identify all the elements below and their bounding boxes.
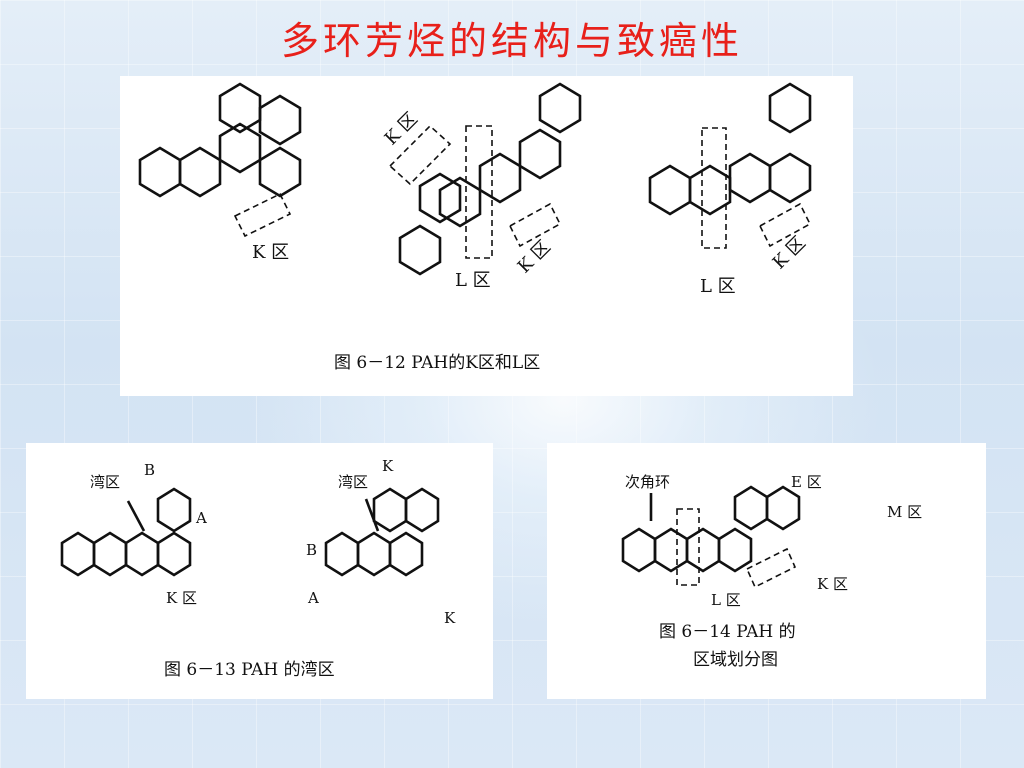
figure-6-13-drawing: 湾区 B A K 区 湾区 K B A K 图 6－13 PAH 的湾区 [60,457,456,680]
molecule-bay-2 [324,487,440,577]
k-region-label-3: K 区 [769,232,810,273]
figure-6-14-drawing: 次角环 E 区 M 区 K 区 L 区 图 6－14 PAH 的 区域划分图 [621,473,922,670]
label-k-top: K [382,457,394,475]
secondary-ring-label: 次角环 [625,473,670,491]
molecule-3 [648,82,812,249]
figure-6-12-panel: K 区 K 区 L 区 K 区 L 区 K 区 图 6－12 [120,76,853,396]
molecule-2 [388,82,582,276]
figure-6-12-drawing: K 区 K 区 L 区 K 区 L 区 K 区 图 6－12 [138,82,812,373]
molecule-regions [621,485,801,589]
l-region-label-2: L 区 [455,270,491,291]
k-region-label-2a: K 区 [381,108,422,149]
figure-6-14-caption-line1: 图 6－14 PAH 的 [659,622,796,642]
molecule-1 [138,82,302,238]
l-region-label-3: L 区 [700,276,736,297]
e-region-label: E 区 [791,473,822,491]
figure-6-13-panel: 湾区 B A K 区 湾区 K B A K 图 6－13 PAH 的湾区 [26,443,493,699]
label-a-2: A [307,589,319,607]
figure-6-14-panel: 次角环 E 区 M 区 K 区 L 区 图 6－14 PAH 的 区域划分图 [547,443,986,699]
figure-6-14-caption-line2: 区域划分图 [693,650,778,670]
bay-label-1: 湾区 [90,473,120,491]
k-region-label-1: K 区 [252,242,289,263]
k-region-label-bay: K 区 [166,589,197,607]
molecule-bay-1 [60,487,192,577]
figure-6-13-caption: 图 6－13 PAH 的湾区 [164,660,335,680]
label-k-bottom: K [444,609,456,627]
slide-title: 多环芳烃的结构与致癌性 [280,19,743,63]
l-region-label-map: L 区 [711,591,741,609]
label-b-2: B [306,541,317,559]
k-region-label-2b: K 区 [514,236,555,277]
bay-label-2: 湾区 [338,473,368,491]
figure-6-12-caption: 图 6－12 PAH的K区和L区 [334,353,540,373]
k-region-label-map: K 区 [817,575,848,593]
m-region-label: M 区 [887,503,922,521]
label-a-1: A [195,509,207,527]
label-b-1: B [144,461,155,479]
